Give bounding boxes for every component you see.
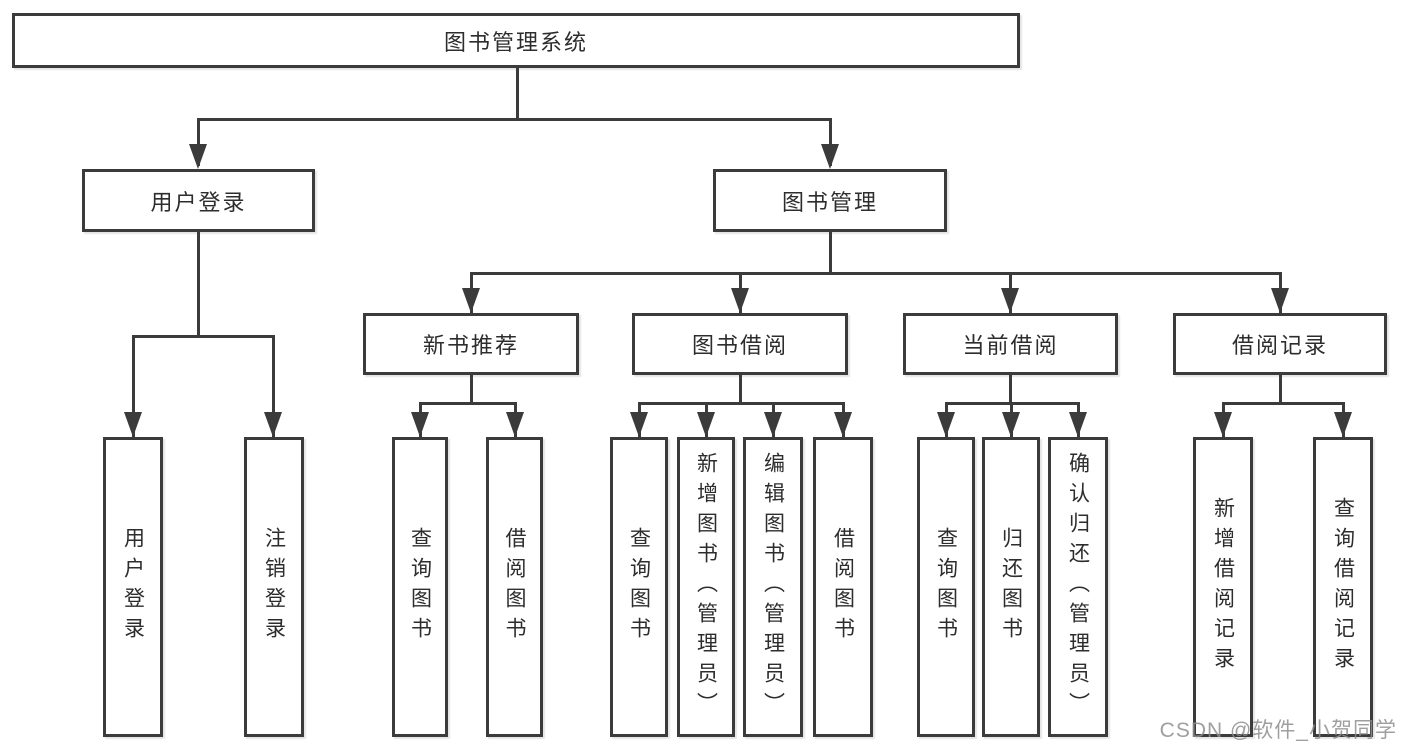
leaf-logout: 注销登录 xyxy=(244,437,304,737)
arrow-down-icon xyxy=(937,412,955,437)
connector-userlogin-drop-1 xyxy=(132,335,135,437)
connector-root-stem xyxy=(516,68,519,120)
arrow-down-icon xyxy=(462,288,480,313)
arrow-down-icon xyxy=(834,412,852,437)
leaf-add-borrow-record: 新增借阅记录 xyxy=(1193,437,1253,737)
connector-userlogin-drop-2 xyxy=(272,335,275,437)
connector-userlogin-stem xyxy=(197,232,200,337)
connector-borrowing-stem xyxy=(739,375,742,404)
leaf-confirm-return-admin: 确认归还（管理员） xyxy=(1048,437,1108,737)
arrow-down-icon xyxy=(189,144,207,169)
connector-records-stem xyxy=(1279,375,1282,404)
connector-records-rail xyxy=(1222,402,1345,405)
leaf-query-books-current: 查询图书 xyxy=(917,437,975,737)
connector-root-rail xyxy=(197,118,832,121)
node-book-borrowing: 图书借阅 xyxy=(632,313,848,375)
arrow-down-icon xyxy=(1334,412,1352,437)
leaf-borrow-books: 借阅图书 xyxy=(813,437,873,737)
arrow-down-icon xyxy=(1214,412,1232,437)
node-current-borrowing: 当前借阅 xyxy=(903,313,1118,375)
leaf-query-books-recommend: 查询图书 xyxy=(392,437,448,737)
connector-newbook-rail xyxy=(419,402,517,405)
leaf-edit-books-admin: 编辑图书（管理员） xyxy=(743,437,803,737)
arrow-down-icon xyxy=(731,288,749,313)
node-borrowing-records: 借阅记录 xyxy=(1173,313,1387,375)
leaf-return-books: 归还图书 xyxy=(982,437,1040,737)
arrow-down-icon xyxy=(821,144,839,169)
node-book-management: 图书管理 xyxy=(713,169,947,232)
arrow-down-icon xyxy=(411,412,429,437)
leaf-user-login: 用户登录 xyxy=(103,437,163,737)
leaf-add-books-admin: 新增图书（管理员） xyxy=(677,437,735,737)
arrow-down-icon xyxy=(1001,288,1019,313)
arrow-down-icon xyxy=(124,412,142,437)
arrow-down-icon xyxy=(264,412,282,437)
arrow-down-icon xyxy=(764,412,782,437)
arrow-down-icon xyxy=(630,412,648,437)
connector-root-drop-left xyxy=(197,118,200,166)
arrow-down-icon xyxy=(506,412,524,437)
leaf-query-borrow-record: 查询借阅记录 xyxy=(1313,437,1373,737)
connector-bookmgmt-stem xyxy=(829,232,832,275)
node-new-book-recommend: 新书推荐 xyxy=(363,313,579,375)
arrow-down-icon xyxy=(1271,288,1289,313)
connector-current-stem xyxy=(1009,375,1012,404)
connector-borrowing-rail xyxy=(638,402,845,405)
node-library-management-system: 图书管理系统 xyxy=(12,13,1020,68)
leaf-query-books-borrowing: 查询图书 xyxy=(610,437,668,737)
leaf-borrow-books-recommend: 借阅图书 xyxy=(486,437,543,737)
connector-bookmgmt-rail xyxy=(470,272,1282,275)
arrow-down-icon xyxy=(1069,412,1087,437)
connector-root-drop-right xyxy=(829,118,832,166)
node-user-login: 用户登录 xyxy=(82,169,315,232)
connector-newbook-stem xyxy=(470,375,473,404)
csdn-watermark: CSDN @软件_小贺同学 xyxy=(1159,719,1397,742)
connector-userlogin-rail xyxy=(132,335,275,338)
arrow-down-icon xyxy=(1002,412,1020,437)
arrow-down-icon xyxy=(697,412,715,437)
